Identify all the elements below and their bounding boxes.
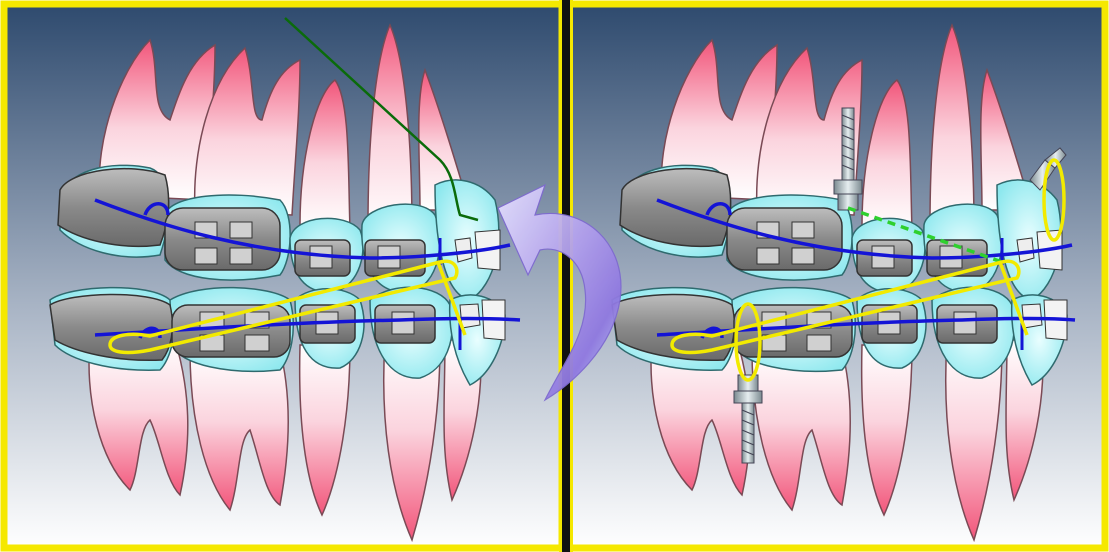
panel-divider bbox=[561, 0, 571, 552]
panel-after bbox=[569, 4, 1105, 548]
panel-before bbox=[4, 4, 562, 548]
